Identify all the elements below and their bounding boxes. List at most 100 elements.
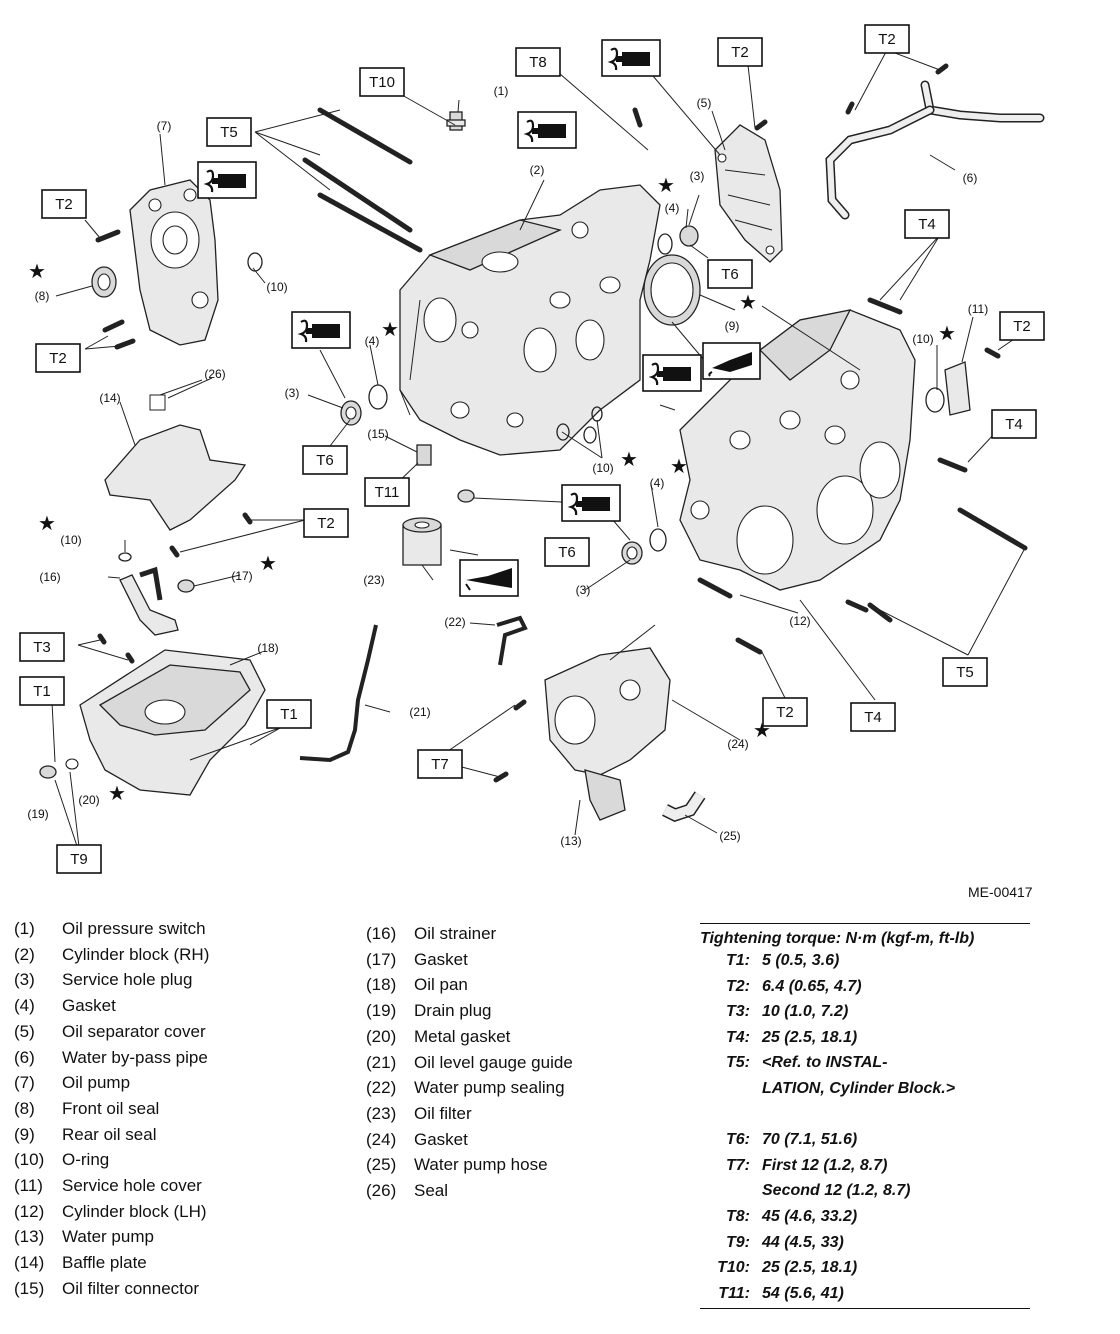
oil-pan-drawing: [39, 649, 266, 796]
svg-text:T11: T11: [375, 484, 400, 501]
legend-part-name: Water pump sealing: [414, 1078, 565, 1098]
legend-number: (13): [14, 1227, 45, 1247]
oil-strainer-drawing: [119, 566, 195, 636]
svg-text:T1: T1: [280, 706, 298, 723]
callout-11: (11): [968, 302, 988, 316]
torque-value: Second 12 (1.2, 8.7): [762, 1182, 911, 1200]
legend-row: (9)Rear oil seal: [14, 1122, 209, 1148]
legend-part-name: Oil filter connector: [62, 1278, 199, 1298]
cylinder-block-rh-drawing: [399, 184, 661, 456]
legend-part-name: Oil filter: [414, 1103, 472, 1123]
torque-table: Tightening torque: N·m (kgf-m, ft-lb) T1…: [700, 923, 1030, 1310]
legend-number: (10): [14, 1150, 45, 1170]
torque-key: [700, 1102, 762, 1128]
legend-row: (11)Service hole cover: [14, 1173, 209, 1199]
oil-filter-drawing: [402, 517, 442, 566]
torque-key: T5:: [726, 1054, 750, 1072]
torque-label-t1: T1: [19, 676, 65, 706]
callout-14: (14): [99, 391, 120, 405]
callout-4: (4): [365, 334, 380, 348]
torque-value: 6.4 (0.65, 4.7): [762, 977, 862, 995]
svg-text:T4: T4: [1005, 416, 1023, 433]
legend-row: (5) Oil separator cover: [14, 1019, 209, 1045]
torque-row: T8:45 (4.6, 33.2): [700, 1204, 1030, 1230]
service-hole-plug-drawings: [340, 225, 699, 565]
legend-number: (5): [14, 1021, 35, 1041]
legend-row: (15)Oil filter connector: [14, 1276, 209, 1302]
oil-icon: [459, 559, 519, 597]
legend-number: (3): [14, 970, 35, 990]
lubricant-icon: [196, 160, 258, 200]
cylinder-block-lh-drawing: [679, 309, 916, 591]
legend-number: (19): [366, 1001, 397, 1021]
torque-row: T3:10 (1.0, 7.2): [700, 999, 1030, 1025]
svg-text:T5: T5: [220, 124, 238, 141]
torque-label-t10: T10: [359, 67, 405, 97]
figure-code: ME-00417: [968, 884, 1033, 900]
torque-row: T1:5 (0.5, 3.6): [700, 948, 1030, 974]
legend-part-name: Metal gasket: [414, 1026, 511, 1046]
callout-25: (25): [719, 829, 740, 843]
svg-text:T2: T2: [1013, 318, 1031, 335]
torque-label-t2: T2: [762, 697, 808, 727]
water-pump-sealing-drawing: [496, 615, 528, 666]
legend-number: (25): [366, 1155, 397, 1175]
torque-label-t7: T7: [417, 749, 463, 779]
torque-value: 25 (2.5, 18.1): [762, 1028, 858, 1046]
svg-text:T7: T7: [431, 756, 449, 773]
legend-part-name: Baffle plate: [62, 1253, 147, 1273]
legend-row: (4)Gasket: [14, 993, 209, 1019]
callout-1: (1): [494, 84, 509, 98]
callout-4: (4): [650, 476, 665, 490]
torque-row: T5: <Ref. to INSTAL-: [700, 1050, 1030, 1076]
legend-number: (14): [14, 1253, 45, 1273]
callout-21: (21): [409, 705, 430, 719]
legend-number: (24): [366, 1129, 397, 1149]
callout-22: (22): [444, 615, 465, 629]
legend-part-name: Cylinder block (LH): [62, 1201, 207, 1221]
legend-number: (22): [366, 1078, 397, 1098]
torque-label-t1: T1: [266, 699, 312, 729]
callout-17: (17): [231, 569, 252, 583]
torque-label-t2: T2: [717, 37, 763, 67]
legend-number: (26): [366, 1181, 397, 1201]
svg-text:T6: T6: [316, 452, 334, 469]
torque-value: 5 (0.5, 3.6): [762, 952, 840, 969]
torque-table-header: Tightening torque: N·m (kgf-m, ft-lb): [700, 923, 1030, 948]
svg-text:T2: T2: [49, 350, 67, 367]
torque-label-t6: T6: [544, 537, 590, 567]
head-bolt-drawings: [302, 107, 1028, 623]
svg-text:T2: T2: [731, 44, 749, 61]
callout-15: (15): [367, 427, 388, 441]
torque-row: T9:44 (4.5, 33): [700, 1230, 1030, 1256]
svg-text:T4: T4: [918, 216, 936, 233]
replace-star-icon: ★: [657, 175, 675, 197]
callout-24: (24): [727, 737, 748, 751]
legend-part-name: Seal: [414, 1181, 449, 1201]
callout-10: (10): [266, 280, 287, 294]
torque-row: [700, 1102, 1030, 1128]
torque-row: T7:First 12 (1.2, 8.7): [700, 1153, 1030, 1179]
torque-label-t6: T6: [707, 259, 753, 289]
svg-text:T4: T4: [864, 709, 882, 726]
svg-text:T2: T2: [776, 704, 794, 721]
callout-12: (12): [789, 614, 810, 628]
callout-19: (19): [27, 807, 48, 821]
torque-value: 44 (4.5, 33): [762, 1233, 844, 1251]
water-bypass-pipe-drawing: [825, 63, 1045, 220]
torque-key: T2:: [726, 977, 750, 995]
torque-value: 45 (4.6, 33.2): [762, 1207, 858, 1225]
torque-row: LATION, Cylinder Block.>: [700, 1076, 1030, 1102]
legend-row: (23)Oil filter: [366, 1101, 573, 1127]
callout-3: (3): [285, 386, 300, 400]
legend-part-name: Service hole plug: [62, 970, 193, 990]
service-hole-cover-drawing: [944, 361, 971, 416]
torque-key: [700, 1076, 762, 1102]
replace-star-icon: ★: [938, 323, 956, 345]
torque-value: <Ref. to INSTAL-: [762, 1054, 888, 1072]
legend-part-name: Oil separator cover: [62, 1021, 206, 1041]
legend-number: (7): [14, 1073, 35, 1093]
legend-part-name: Water pump: [62, 1227, 154, 1247]
legend-row: (6)Water by-pass pipe: [14, 1045, 209, 1071]
parts-legend-right: (16)Oil strainer(17)Gasket(18)Oil pan(19…: [366, 921, 573, 1204]
